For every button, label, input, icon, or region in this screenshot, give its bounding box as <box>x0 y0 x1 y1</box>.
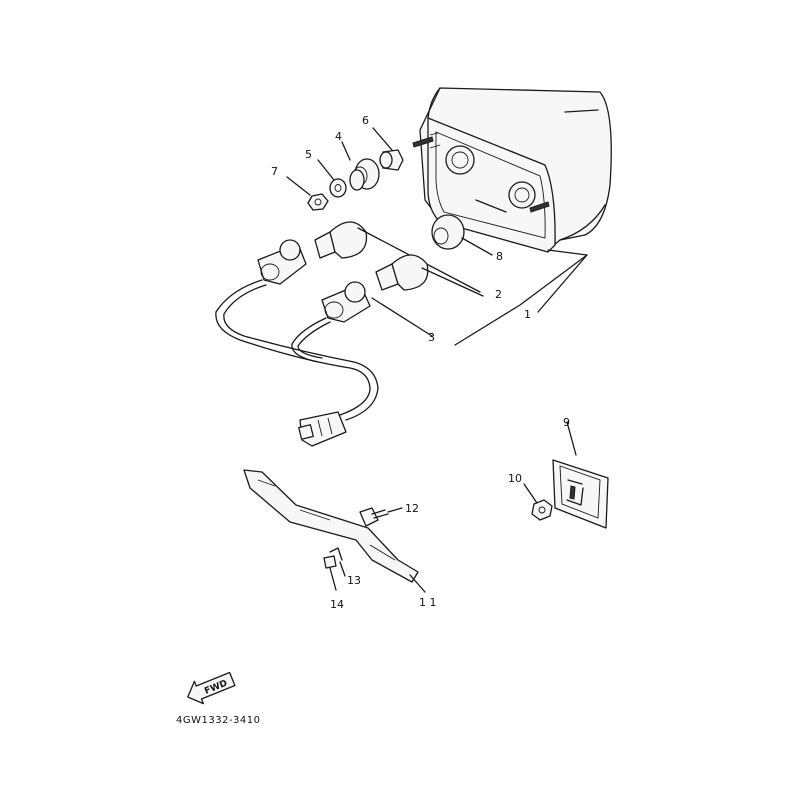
leader-part-1 <box>454 249 588 346</box>
part-13-clip <box>329 547 346 577</box>
part-12-bolt <box>359 507 403 527</box>
callout-9: 9 <box>563 416 570 429</box>
callout-8: 8 <box>496 250 503 263</box>
part-3-bulb-lower <box>375 254 484 297</box>
socket-upper <box>257 239 307 285</box>
part-4-grommet <box>341 141 380 191</box>
part-6-collar <box>372 127 404 171</box>
callout-7: 7 <box>271 165 278 178</box>
diagram-code: 4GW1332-3410 <box>176 715 261 726</box>
callout-11: 1 1 <box>419 596 437 609</box>
part-7-nut <box>286 176 329 211</box>
callout-labels: 1 2 3 4 5 6 7 8 9 10 1 1 12 13 14 <box>271 114 570 611</box>
part-14-nut <box>323 555 337 591</box>
callout-14: 14 <box>330 598 344 611</box>
callout-13: 13 <box>347 574 361 587</box>
socket-lower <box>321 281 433 337</box>
fwd-arrow-icon: FWD <box>187 671 236 705</box>
part-11-bracket <box>243 469 426 593</box>
tail-light-housing <box>412 87 612 253</box>
wire-harness <box>215 279 379 447</box>
callout-12: 12 <box>405 502 419 515</box>
callout-5: 5 <box>305 148 312 161</box>
part-8-socket-grommet <box>431 214 493 256</box>
part-5-washer <box>317 159 347 198</box>
callout-4: 4 <box>335 130 342 143</box>
callout-1: 1 <box>524 308 531 321</box>
part-10-nut <box>523 483 553 521</box>
callout-10: 10 <box>508 472 522 485</box>
callout-3: 3 <box>428 331 435 344</box>
callout-6: 6 <box>362 114 369 127</box>
callout-2: 2 <box>495 288 502 301</box>
part-9-license-light <box>552 421 609 529</box>
